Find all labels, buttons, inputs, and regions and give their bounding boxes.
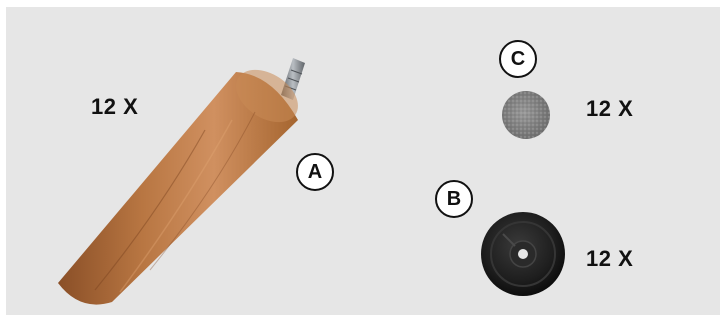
mounting-plate-illustration xyxy=(481,212,565,296)
part-c-quantity: 12 X xyxy=(586,98,633,120)
felt-pad-illustration xyxy=(502,91,550,139)
part-b-quantity: 12 X xyxy=(586,248,633,270)
part-a-quantity: 12 X xyxy=(91,96,138,118)
part-c-badge: C xyxy=(499,40,537,78)
part-b-badge: B xyxy=(435,180,473,218)
part-a-badge: A xyxy=(296,153,334,191)
